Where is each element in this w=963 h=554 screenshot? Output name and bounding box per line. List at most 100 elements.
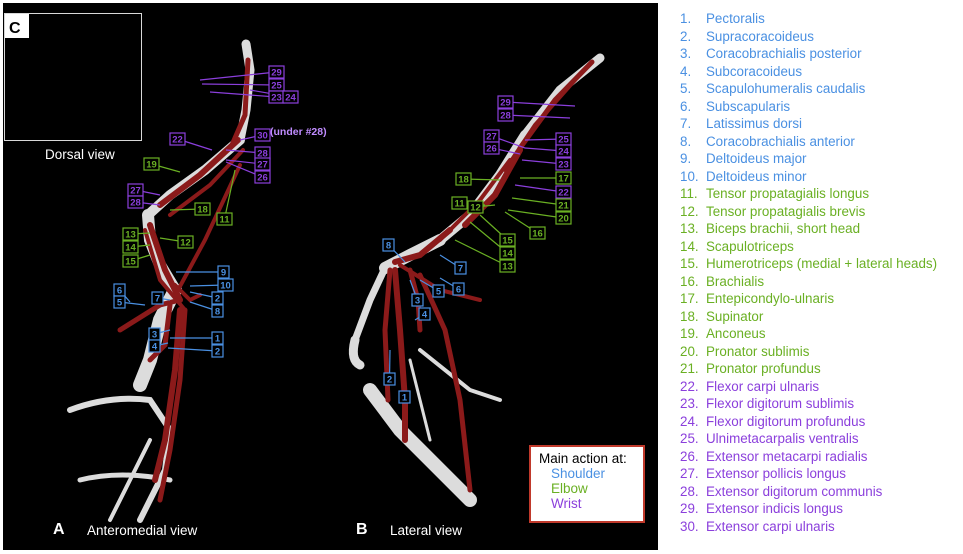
panel-b-label-number: 20	[558, 214, 569, 225]
legend-number: 10.	[680, 168, 699, 184]
panel-b-label-box	[555, 171, 572, 185]
legend-muscle-name: Supracoracoideus	[706, 28, 814, 44]
legend-muscle-name: Ulnimetacarpalis ventralis	[706, 431, 859, 447]
a-muscle-deltoid	[173, 283, 202, 303]
legend-item: 20.Pronator sublimis	[680, 343, 963, 361]
panel-b-label-box	[555, 198, 572, 212]
legend-item: 18.Supinator	[680, 308, 963, 326]
panel-b-label-tag: 12	[467, 200, 484, 214]
legend-muscle-name: Coracobrachialis posterior	[706, 46, 862, 62]
panel-a-label-number: 26	[257, 173, 268, 184]
legend-muscle-name: Pronator sublimis	[706, 343, 810, 359]
key-shoulder: Shoulder	[551, 466, 606, 481]
panel-b-label-box	[497, 95, 514, 109]
panel-b-label-number: 11	[454, 199, 465, 210]
panel-b-label-box	[467, 200, 484, 214]
panel-b-label-number: 4	[422, 310, 428, 321]
panel-b-label-box	[451, 196, 468, 210]
panel-b-label-number: 25	[558, 135, 569, 146]
panel-a-label-tag: 22	[169, 132, 186, 146]
panel-a-label-tag: 27	[254, 157, 271, 171]
legend-item: 27.Extensor pollicis longus	[680, 465, 963, 483]
panel-a-label-tag: 28	[127, 195, 144, 209]
legend-muscle-name: Pronator profundus	[706, 361, 821, 377]
legend-muscle-name: Extensor indicis longus	[706, 501, 843, 517]
panel-a-label-tag: 13	[122, 227, 139, 241]
panel-a-label-tag: 15	[122, 254, 139, 268]
panel-a-label-tag: 6	[113, 283, 126, 297]
legend-number: 9.	[680, 151, 692, 167]
panel-a-label-box	[254, 170, 271, 184]
legend-muscle-name: Pectoralis	[706, 11, 765, 27]
panel-b-label-box	[383, 372, 396, 386]
panel-b-label-tag: 24	[555, 144, 572, 158]
panel-b-label-tag: 22	[555, 185, 572, 199]
panel-b-label-number: 28	[500, 111, 511, 122]
legend-item: 19.Anconeus	[680, 325, 963, 343]
a-sternum-keel	[77, 472, 173, 483]
legend-number: 15.	[680, 256, 699, 272]
panel-a-label-box	[143, 157, 160, 171]
legend-muscle-name: Humerotriceps (medial + lateral heads)	[706, 256, 938, 272]
legend-muscle-name: Tensor propatagialis brevis	[706, 203, 866, 219]
panel-a-label-box	[169, 132, 186, 146]
legend-muscle-name: Subcoracoideus	[706, 63, 803, 79]
panel-a-label-tag: 8	[211, 304, 224, 318]
panel-b-label-box	[455, 172, 472, 186]
panel-a-label-box	[127, 195, 144, 209]
panel-a-label-box	[254, 157, 271, 171]
panel-a-label-number: 7	[155, 294, 160, 305]
panel-a-label-number: 27	[130, 186, 141, 197]
legend-number: 18.	[680, 308, 699, 324]
legend-number: 19.	[680, 326, 699, 342]
b-muscle-flexor	[462, 147, 523, 228]
panel-b-label-box	[483, 141, 500, 155]
panel-b-label-tag: 13	[499, 259, 516, 273]
panel-b-label-box	[499, 259, 516, 273]
a-sternum-bone	[67, 395, 174, 523]
panel-b-label-box	[411, 293, 424, 307]
panel-a-label-box	[217, 265, 230, 279]
panel-c-letter: C	[9, 20, 21, 37]
legend-muscle-name: Subscapularis	[706, 98, 791, 114]
legend-item: 15. Humerotriceps (medial + lateral heads…	[680, 255, 963, 273]
panel-a-label-number: 25	[271, 81, 282, 92]
a-muscle-pectoralis	[152, 307, 183, 483]
panel-a-label-number: 24	[285, 93, 296, 104]
a-muscle-forearm	[229, 57, 251, 148]
panel-b-label-tag: 28	[497, 108, 514, 122]
legend-muscle-name: Extensor pollicis longus	[706, 466, 846, 482]
legend-number: 4.	[680, 63, 692, 79]
legend-item: 16.Brachialis	[680, 273, 963, 291]
panel-b-label-box	[555, 144, 572, 158]
panel-a-label-box	[268, 65, 285, 79]
panel-b-label-box	[555, 211, 572, 225]
panel-a-leader-line	[167, 347, 218, 352]
panel-b-letter: B	[356, 521, 368, 538]
b-sternum-bone	[363, 383, 477, 507]
legend-item: 14.Scapulotriceps	[680, 238, 963, 256]
legend-item: 5.Scapulohumeralis caudalis	[680, 80, 963, 98]
legend-item: 12.Tensor propatagialis brevis	[680, 203, 963, 221]
legend-number: 28.	[680, 483, 699, 499]
legend-muscle-name: Extensor digitorum communis	[706, 483, 883, 499]
a-muscle-extensor	[168, 148, 245, 217]
panel-b-label-box	[398, 390, 411, 404]
panel-b-label-number: 8	[386, 241, 391, 252]
panel-b-label-number: 17	[558, 174, 569, 185]
panel-a-label-number: 18	[197, 205, 208, 216]
panel-b-label-number: 16	[532, 229, 543, 240]
panel-b-label-tag: 5	[432, 284, 445, 298]
panel-b-label-tag: 17	[555, 171, 572, 185]
panel-a-label-box	[217, 278, 234, 292]
legend-item: 1.Pectoralis	[680, 10, 963, 28]
a-furcula-bone	[108, 438, 152, 522]
panel-a-label-tag: 5	[113, 295, 126, 309]
legend-muscle-name: Entepicondylo-ulnaris	[706, 291, 835, 307]
panel-b-label-number: 18	[458, 175, 469, 186]
panel-b-label-tag: 6	[452, 282, 465, 296]
legend-number: 22.	[680, 378, 699, 394]
panel-a-label-box	[211, 291, 224, 305]
